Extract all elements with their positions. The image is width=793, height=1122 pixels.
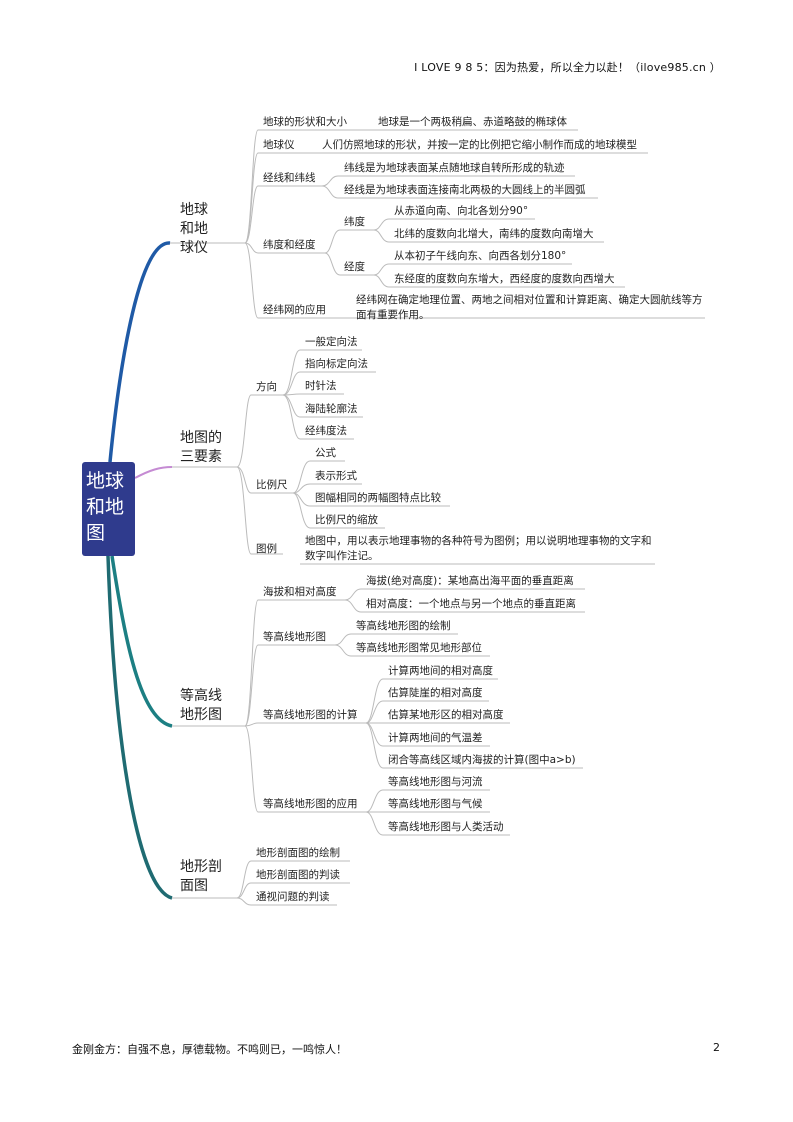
note-shape-size: 地球是一个两极稍扁、赤道略鼓的椭球体: [378, 116, 567, 128]
note-latitude-1: 从赤道向南、向北各划分90°: [394, 205, 529, 217]
note-calc-2: 估算陡崖的相对高度: [388, 687, 483, 699]
note-calc-5: 闭合等高线区域内海拔的计算(图中a>b): [388, 754, 576, 766]
note-apply-1: 等高线地形图与河流: [388, 776, 483, 788]
branch-node-map-elements: 地图的三要素: [180, 430, 222, 465]
note-legend: 地图中，用以表示地理事物的各种符号为图例；用以说明地理事物的文字和数字叫作注记。: [305, 535, 652, 562]
node-longitude: 经度: [344, 261, 365, 273]
note-longitude-1: 从本初子午线向东、向西各划分180°: [394, 250, 567, 262]
note-longitude-2: 东经度的度数向东增大，西经度的度数向西增大: [394, 273, 615, 285]
note-contour-1: 等高线地形图的绘制: [356, 620, 451, 632]
root-node: 地球和地图: [82, 462, 135, 556]
note-direction-1: 一般定向法: [305, 336, 358, 348]
node-contour: 等高线地形图: [263, 631, 326, 643]
node-lines: 经线和纬线: [263, 172, 316, 184]
node-profile-read: 地形剖面图的判读: [256, 869, 340, 881]
note-altitude-2: 相对高度：一个地点与另一个地点的垂直距离: [366, 598, 576, 610]
note-latitude-2: 北纬的度数向北增大，南纬的度数向南增大: [394, 228, 594, 240]
note-altitude-1: 海拔(绝对高度)：某地高出海平面的垂直距离: [366, 575, 574, 587]
note-scale-1: 公式: [315, 447, 336, 459]
note-scale-2: 表示形式: [315, 470, 357, 482]
node-lat-long: 纬度和经度: [263, 239, 316, 251]
page-header: I LOVE 9 8 5：因为热爱，所以全力以赴！（ilove985.cn ）: [414, 61, 721, 74]
node-contour-calc: 等高线地形图的计算: [263, 709, 358, 721]
note-scale-4: 比例尺的缩放: [315, 514, 378, 526]
note-calc-4: 计算两地间的气温差: [388, 732, 483, 744]
note-direction-3: 时针法: [305, 380, 337, 392]
branch-connector-1: [108, 241, 171, 463]
note-apply-2: 等高线地形图与气候: [388, 798, 483, 810]
node-scale: 比例尺: [256, 479, 288, 491]
branch-connector-4: [106, 555, 173, 900]
note-direction-2: 指向标定向法: [305, 358, 368, 370]
note-globe: 人们仿照地球的形状，并按一定的比例把它缩小制作而成的地球模型: [322, 139, 637, 151]
branch-connector-2: [134, 466, 173, 479]
note-apply-3: 等高线地形图与人类活动: [388, 821, 504, 833]
node-legend: 图例: [256, 543, 277, 555]
branch-node-profile-map: 地形剖面图: [180, 859, 222, 894]
node-shape-size: 地球的形状和大小: [263, 116, 347, 128]
node-profile-draw: 地形剖面图的绘制: [256, 847, 340, 859]
branch-node-earth-globe: 地球和地球仪: [180, 202, 208, 256]
note-longitude-line: 经线是为地球表面连接南北两极的大圆线上的半圆弧: [344, 184, 586, 196]
page-number: 2: [713, 1041, 720, 1054]
note-contour-2: 等高线地形图常见地形部位: [356, 642, 482, 654]
note-scale-3: 图幅相同的两幅图特点比较: [315, 492, 441, 504]
node-grid-use: 经纬网的应用: [263, 304, 326, 316]
node-altitude: 海拔和相对高度: [263, 586, 337, 598]
note-latitude-line: 纬线是为地球表面某点随地球自转所形成的轨迹: [344, 162, 565, 174]
node-direction: 方向: [256, 381, 277, 393]
note-calc-3: 估算某地形区的相对高度: [388, 709, 504, 721]
note-grid-use: 经纬网在确定地理位置、两地之间相对位置和计算距离、确定大圆航线等方面有重要作用。: [356, 294, 703, 321]
branch-connector-3: [110, 555, 173, 728]
note-direction-4: 海陆轮廓法: [305, 403, 358, 415]
node-globe: 地球仪: [263, 139, 295, 151]
node-latitude: 纬度: [344, 216, 365, 228]
node-contour-apply: 等高线地形图的应用: [263, 798, 358, 810]
page-footer: 金刚金方：自强不息，厚德载物。不鸣则已，一鸣惊人！: [72, 1043, 347, 1056]
node-visibility: 通视问题的判读: [256, 891, 330, 903]
note-calc-1: 计算两地间的相对高度: [388, 665, 493, 677]
note-direction-5: 经纬度法: [305, 425, 347, 437]
branch-node-contour-map: 等高线地形图: [180, 688, 222, 723]
